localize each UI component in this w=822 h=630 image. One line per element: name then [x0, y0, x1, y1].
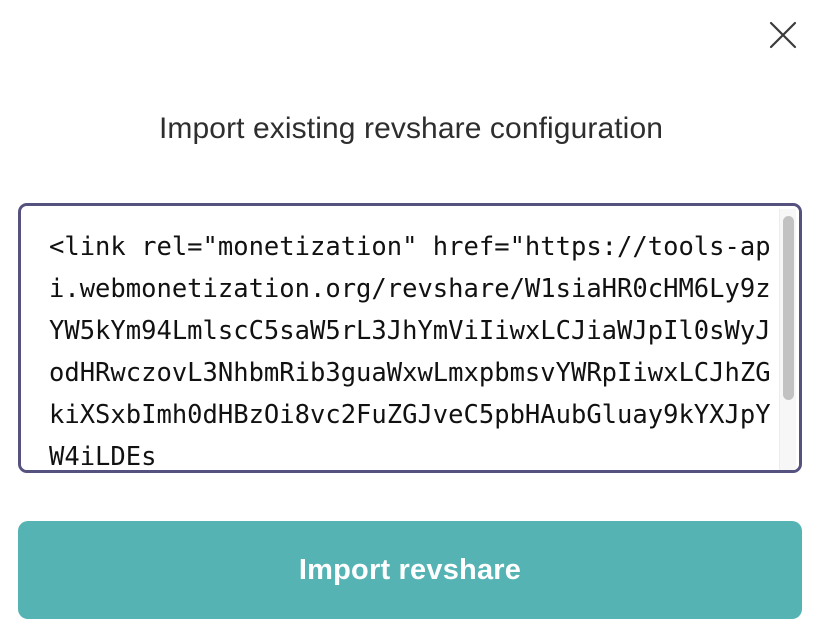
revshare-config-input[interactable]	[21, 206, 799, 470]
revshare-config-field[interactable]	[18, 203, 802, 473]
close-icon	[766, 18, 800, 52]
page-title: Import existing revshare configuration	[158, 112, 664, 145]
close-button[interactable]	[762, 14, 804, 56]
import-revshare-button[interactable]: Import revshare	[18, 521, 802, 619]
